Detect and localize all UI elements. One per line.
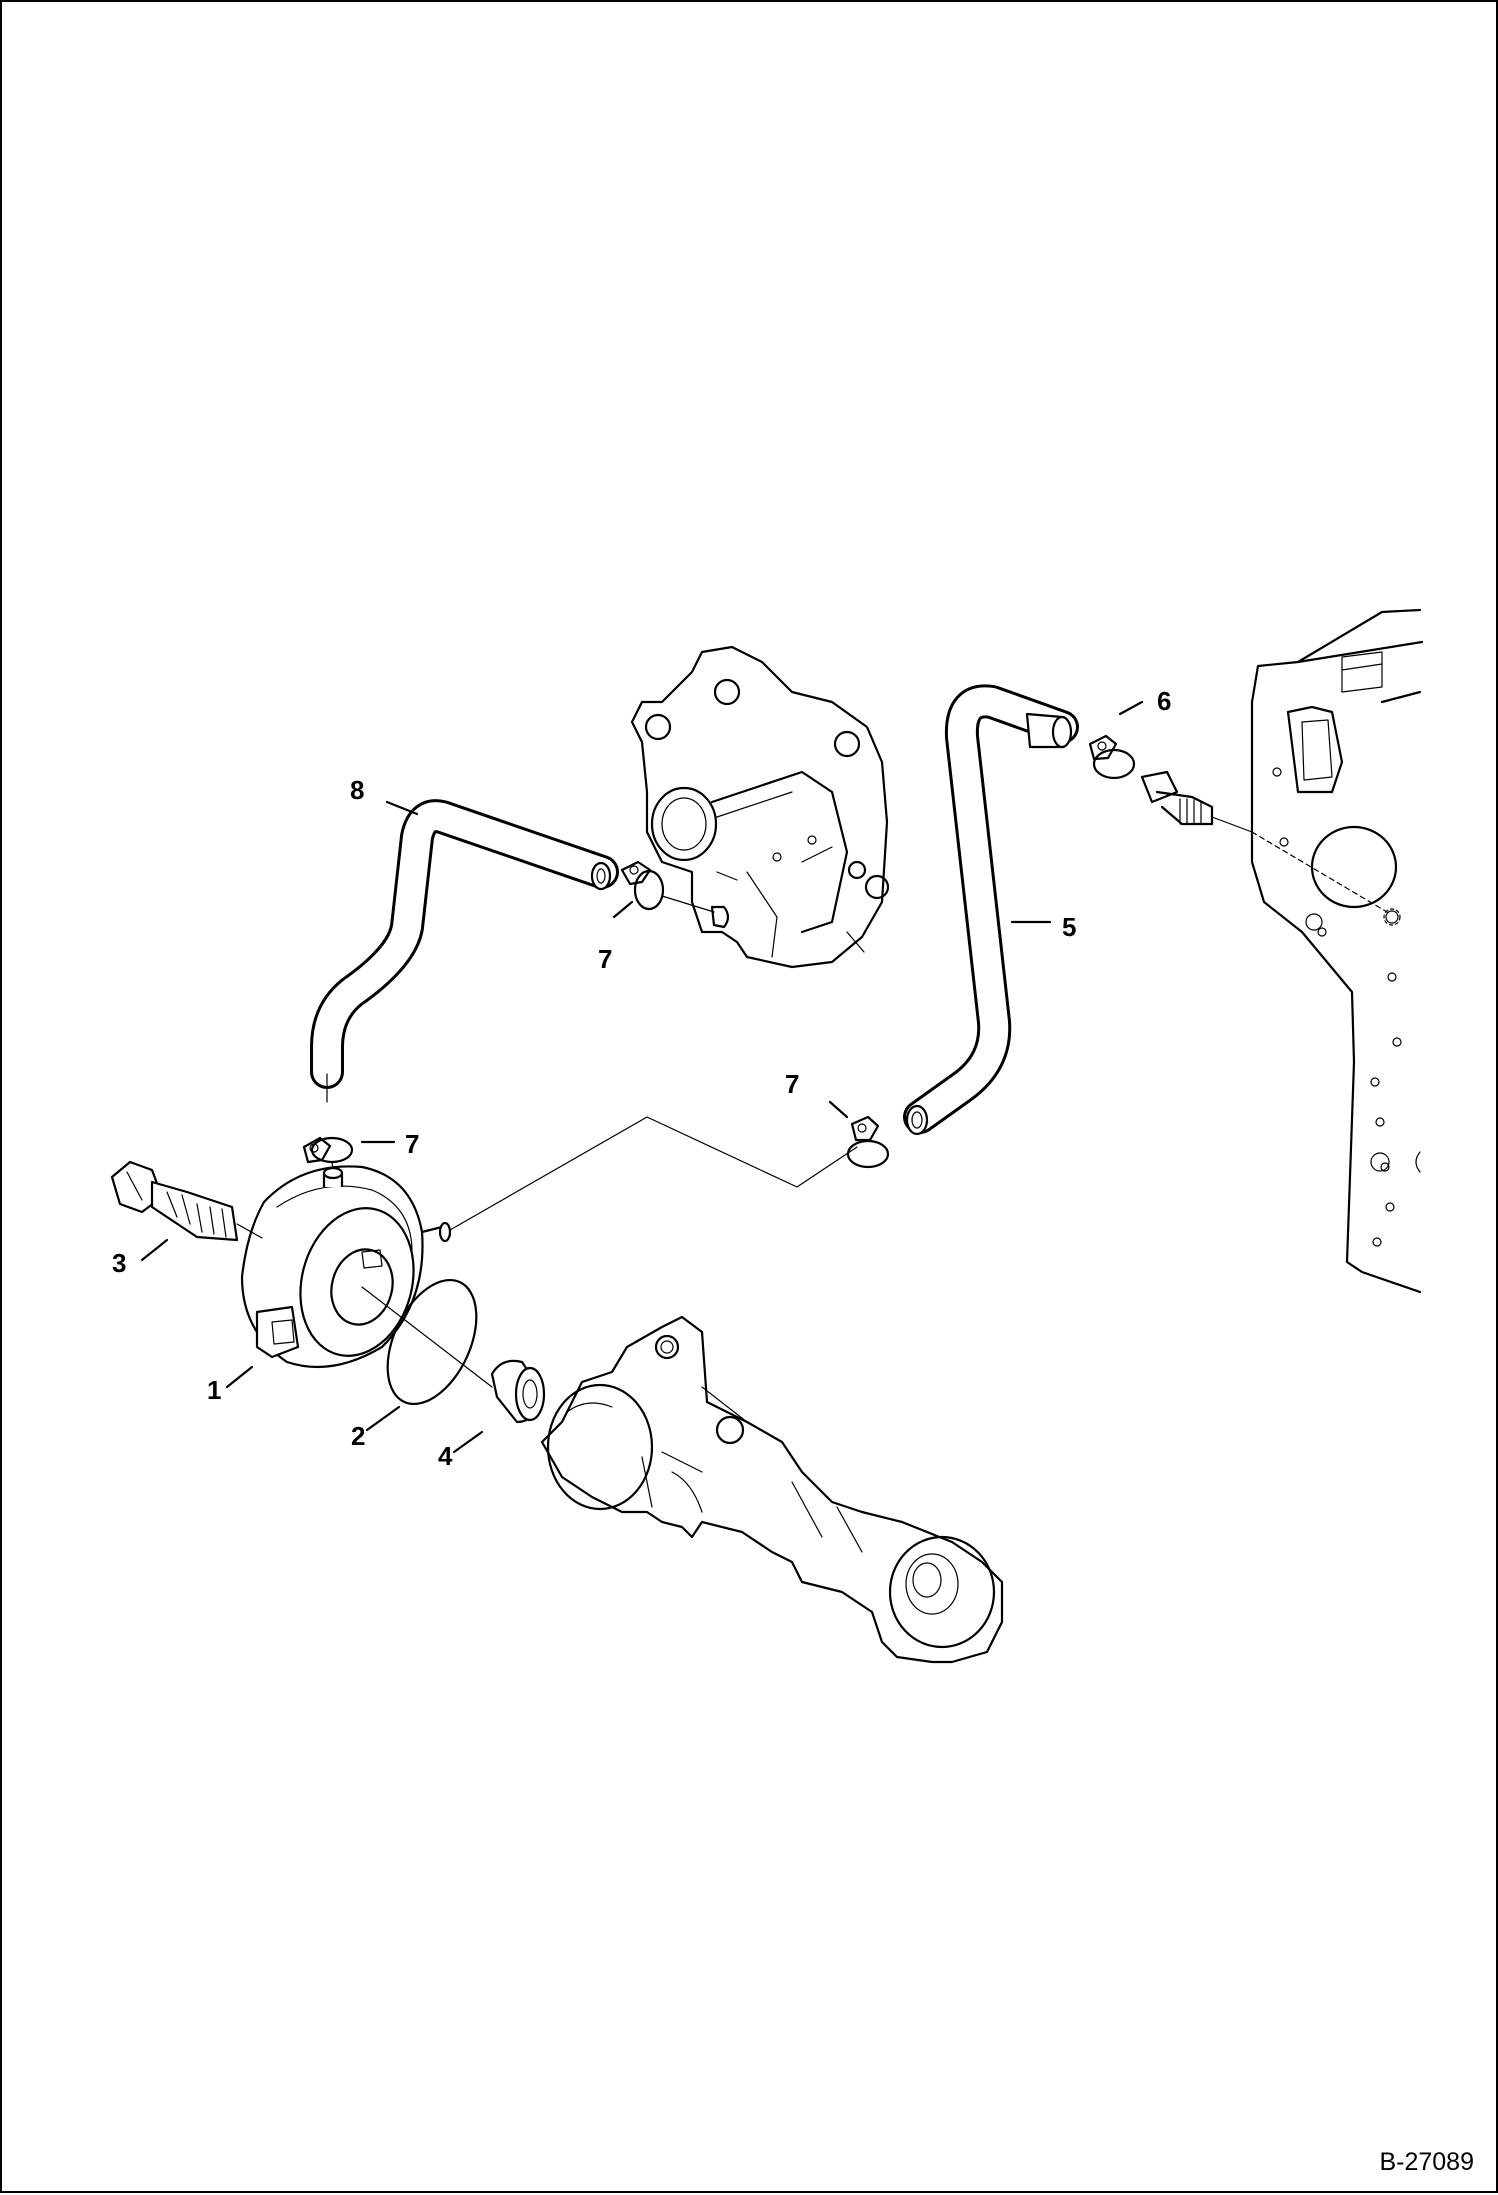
leader-lines xyxy=(140,700,1144,1454)
adapter-fitting xyxy=(1140,770,1388,913)
callout-5: 5 xyxy=(1062,912,1076,942)
oil-cooler xyxy=(240,1116,858,1388)
bushing xyxy=(490,1359,546,1424)
drawing-reference: B-27089 xyxy=(1379,2148,1474,2176)
callout-7-top: 7 xyxy=(598,944,612,974)
callout-7-left: 7 xyxy=(405,1129,419,1159)
callout-6: 6 xyxy=(1157,686,1171,716)
o-ring xyxy=(386,1278,478,1406)
callout-4: 4 xyxy=(438,1441,453,1471)
engine-block xyxy=(1250,608,1424,1294)
clamp-7-left xyxy=(302,1136,354,1188)
clamp-7-middle xyxy=(846,1115,890,1169)
filter-case xyxy=(540,1315,1004,1664)
water-pump-housing xyxy=(630,645,890,969)
clamp-7-top xyxy=(620,860,730,929)
callout-2: 2 xyxy=(351,1421,365,1451)
callout-8: 8 xyxy=(350,775,364,805)
callout-3: 3 xyxy=(112,1248,126,1278)
hose-8 xyxy=(310,799,619,1103)
connector-bolt xyxy=(110,1160,263,1242)
hose-5 xyxy=(903,684,1079,1136)
clamp-6 xyxy=(1088,734,1136,780)
callout-7-middle: 7 xyxy=(785,1069,799,1099)
callout-1: 1 xyxy=(207,1375,221,1405)
